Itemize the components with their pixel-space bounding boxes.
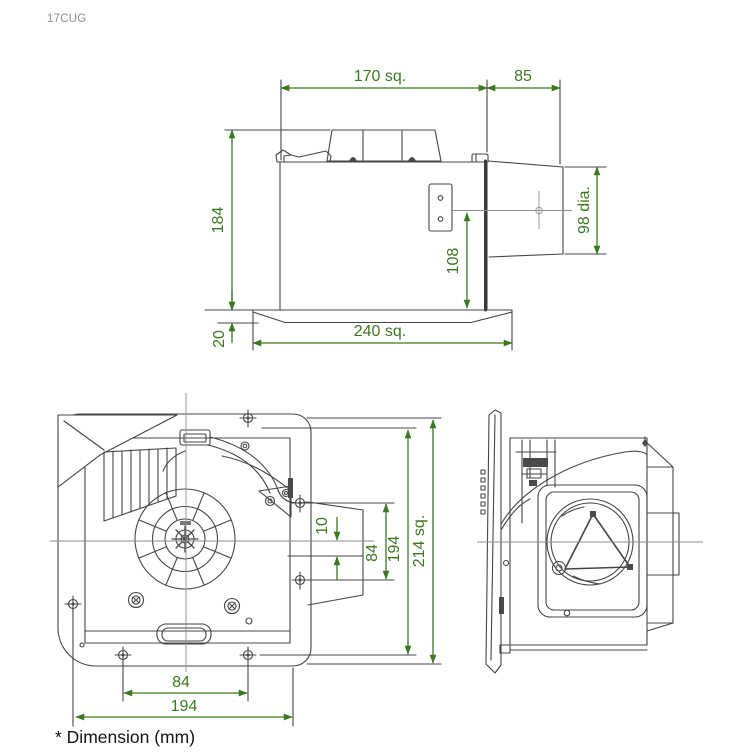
- side-view-body: [499, 436, 680, 654]
- dim-body-height: 184: [210, 207, 227, 234]
- front-view-bottom-plan: 10 84 194 214 sq. 84 194: [50, 393, 442, 727]
- dim-mount-spacing-horizontal: 194: [171, 698, 198, 715]
- side-view-flange: [480, 409, 502, 674]
- dim-duct-center-height: 108: [445, 248, 462, 275]
- front-view-louver-flap: [57, 414, 178, 522]
- top-view-housing: [252, 129, 564, 324]
- dim-body-width: 170 sq.: [354, 68, 406, 85]
- top-view-centerlines: [452, 191, 572, 229]
- dim-outlet-height: 84: [364, 544, 381, 562]
- front-view-impeller: [134, 488, 236, 590]
- dim-mount-spacing-vertical: 194: [386, 536, 403, 563]
- dimension-unit-footnote: * Dimension (mm): [55, 727, 195, 747]
- model-code-label: 17CUG: [47, 13, 86, 25]
- side-view-right: [477, 409, 703, 674]
- dim-duct-length: 85: [514, 68, 532, 85]
- top-view-dimensions: 170 sq. 85 184 98 dia. 108 20 240 sq.: [210, 68, 601, 348]
- front-view-extension-lines: [72, 417, 442, 727]
- dim-duct-offset: 10: [314, 517, 331, 535]
- front-view-dimensions: 10 84 194 214 sq. 84 194: [75, 419, 437, 721]
- dim-screw-spacing-horizontal: 84: [172, 674, 190, 691]
- dim-housing-size: 214 sq.: [411, 515, 428, 567]
- dim-flange-thickness: 20: [211, 330, 228, 348]
- top-view-side-elevation: 170 sq. 85 184 98 dia. 108 20 240 sq.: [204, 68, 607, 351]
- dim-flange-width: 240 sq.: [354, 323, 406, 340]
- dim-duct-diameter: 98 dia.: [576, 186, 593, 234]
- front-view-centerlines: [50, 393, 374, 672]
